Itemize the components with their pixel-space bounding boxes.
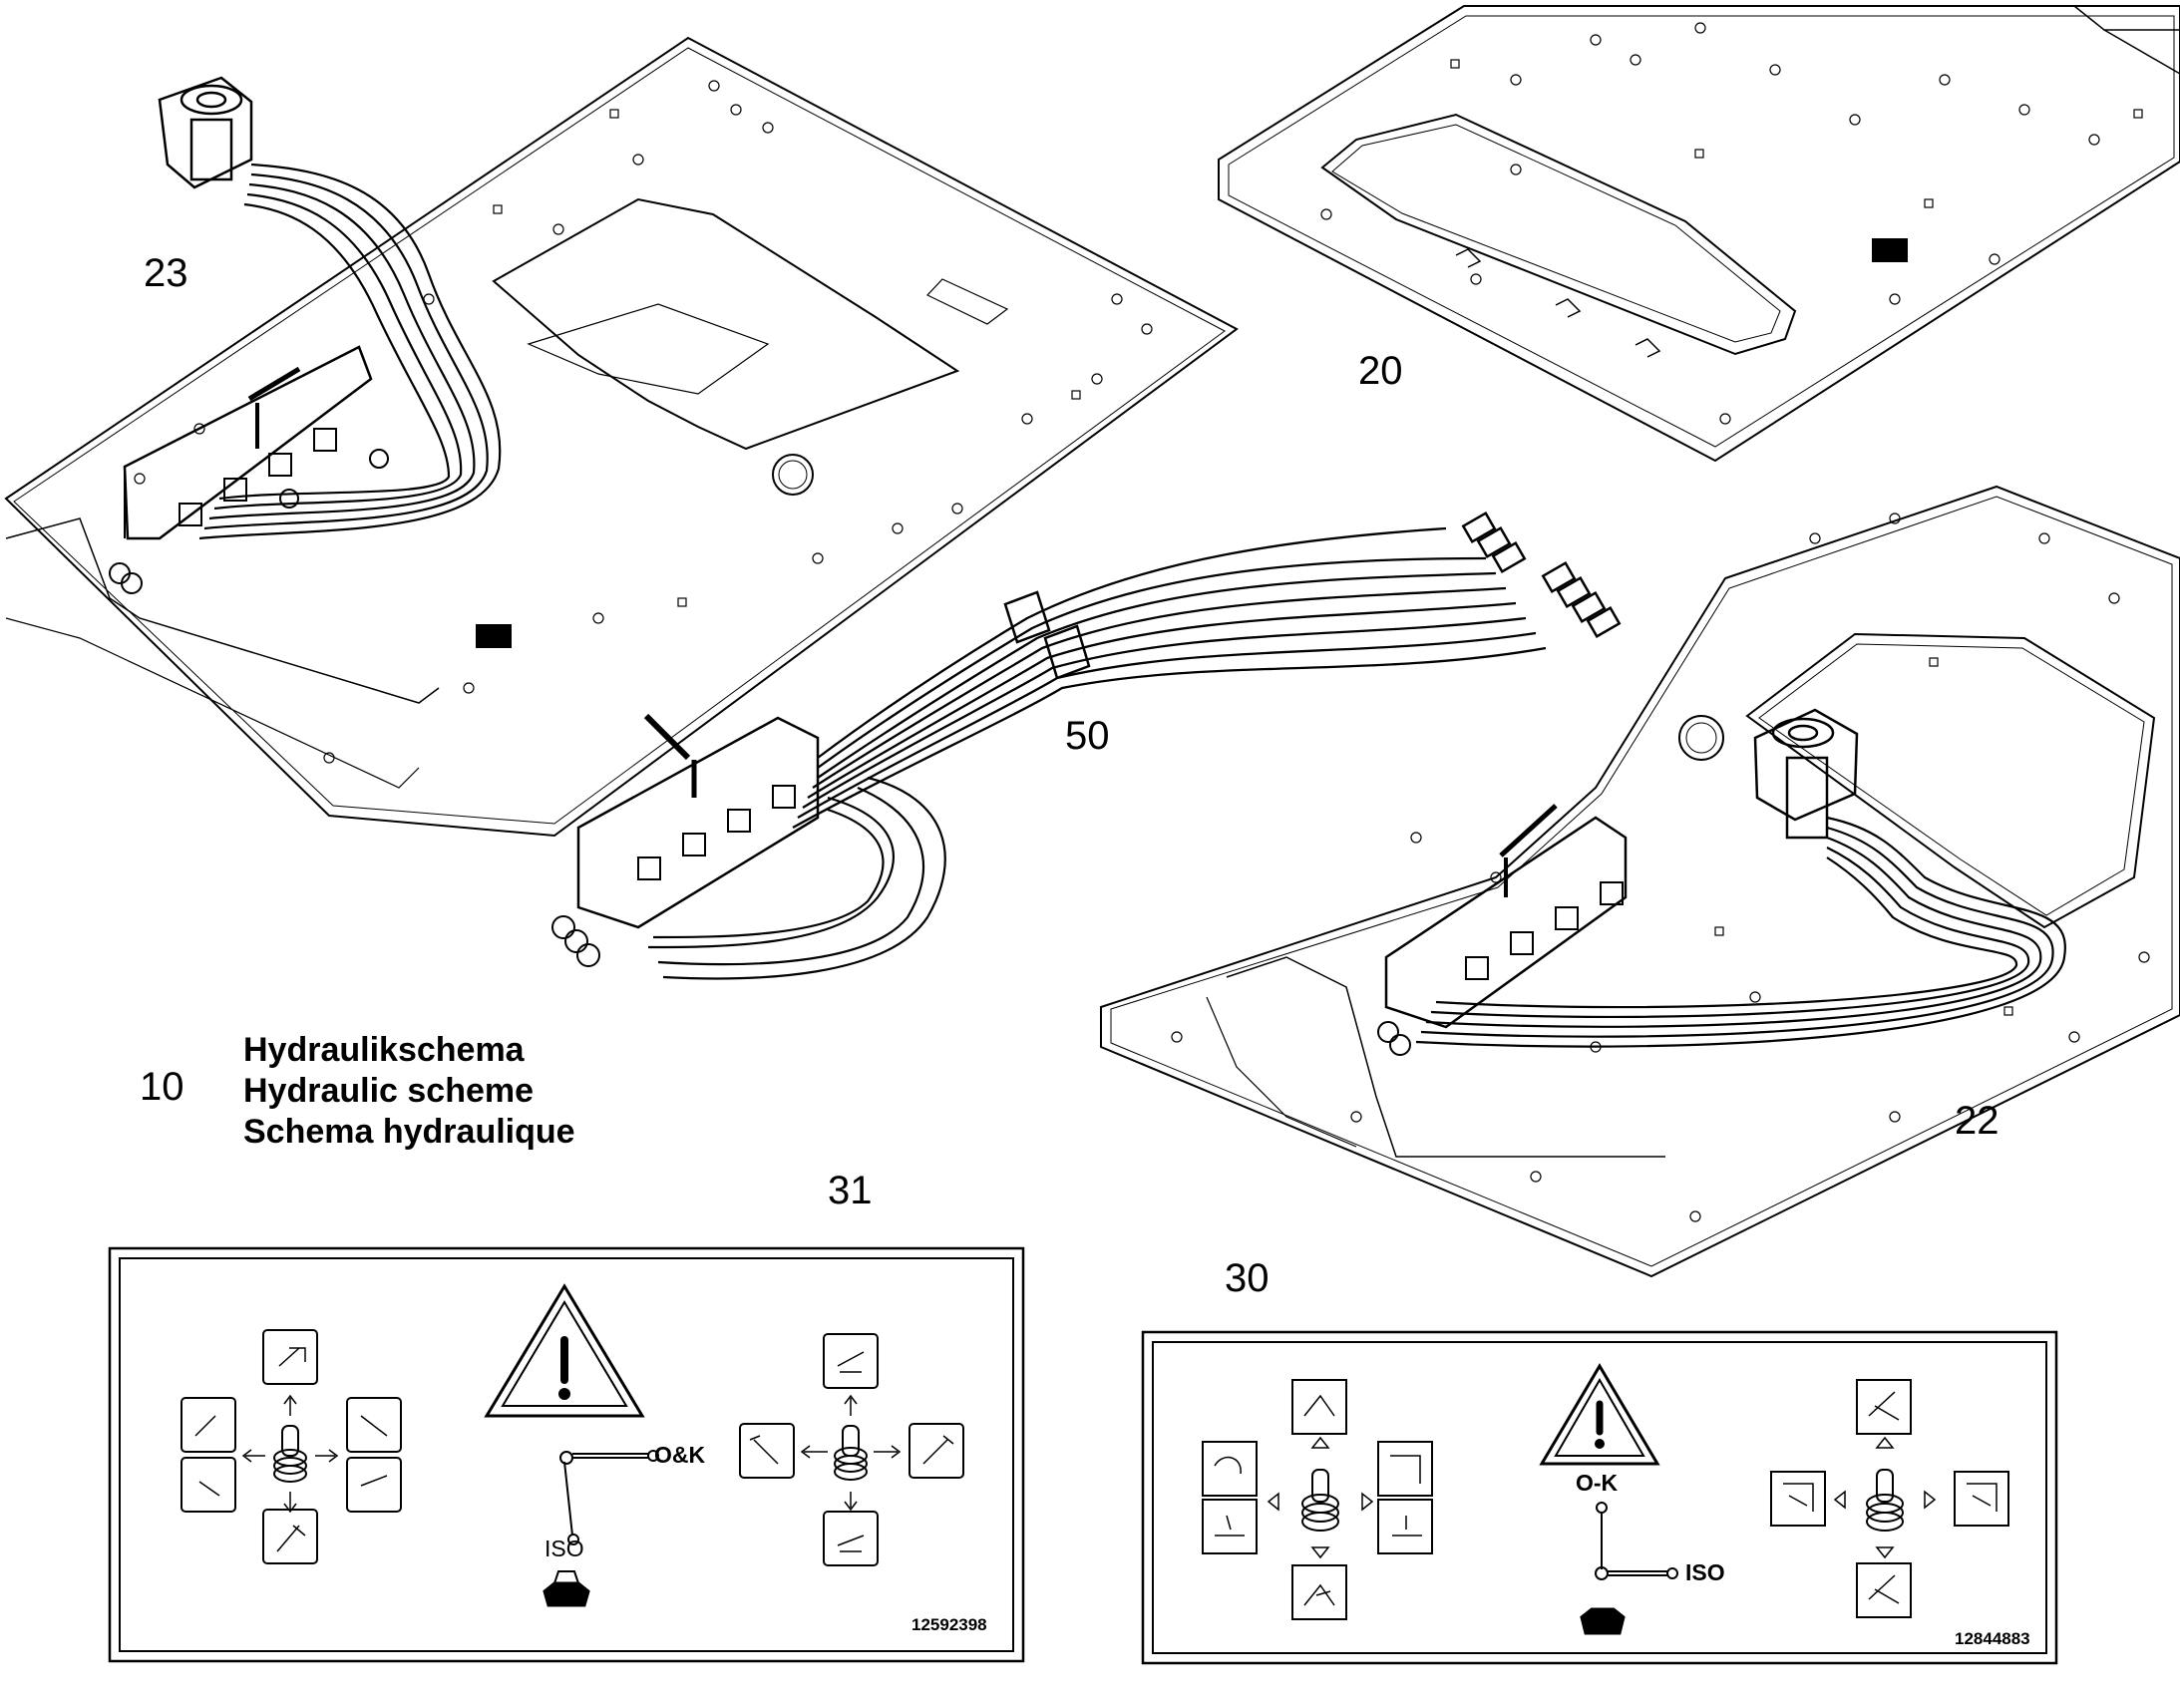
decal-30-ok-label: O-K: [1576, 1470, 1619, 1496]
callout-31: 31: [828, 1169, 873, 1212]
callout-20: 20: [1358, 349, 1403, 393]
decal-31-ok-label: O&K: [654, 1442, 706, 1468]
hose-valve-assembly-50: [551, 511, 1622, 980]
legend-title-en: Hydraulic scheme: [243, 1072, 535, 1110]
decal-30-iso-label: ISO: [1685, 1559, 1725, 1585]
callout-23: 23: [144, 251, 188, 295]
lever-selector-30: [1595, 1502, 1678, 1580]
decal-30: [1141, 1330, 2058, 1665]
floor-plate-22: [1100, 485, 2180, 1278]
decal-31-part-number: 12592398: [911, 1615, 987, 1634]
callout-22: 22: [1955, 1099, 1999, 1143]
joystick-icon: [273, 1425, 307, 1483]
warning-triangle-icon-30: [1539, 1363, 1660, 1466]
callout-30: 30: [1225, 1256, 1270, 1300]
joystick-pattern-right: [739, 1333, 964, 1566]
operator-seat-icon-30: [1580, 1607, 1626, 1635]
floor-plate-23: [4, 36, 1239, 838]
joystick-pattern-left-30: [1202, 1379, 1433, 1620]
legend-title-fr: Schema hydraulique: [243, 1113, 575, 1151]
floor-plate-20: [1218, 5, 2180, 463]
decal-31: [108, 1246, 1025, 1663]
decal-31-iso-label: ISO: [545, 1536, 584, 1561]
warning-triangle-icon: [484, 1283, 645, 1418]
joystick-pattern-left: [181, 1329, 402, 1564]
joystick-pattern-right-30: [1770, 1379, 2009, 1618]
operator-seat-icon: [543, 1570, 590, 1607]
legend-title-de: Hydraulikschema: [243, 1031, 525, 1069]
callout-10: 10: [140, 1065, 184, 1109]
decal-30-part-number: 12844883: [1955, 1629, 2030, 1648]
lever-selector-31: [559, 1450, 659, 1545]
callout-50: 50: [1065, 714, 1110, 758]
